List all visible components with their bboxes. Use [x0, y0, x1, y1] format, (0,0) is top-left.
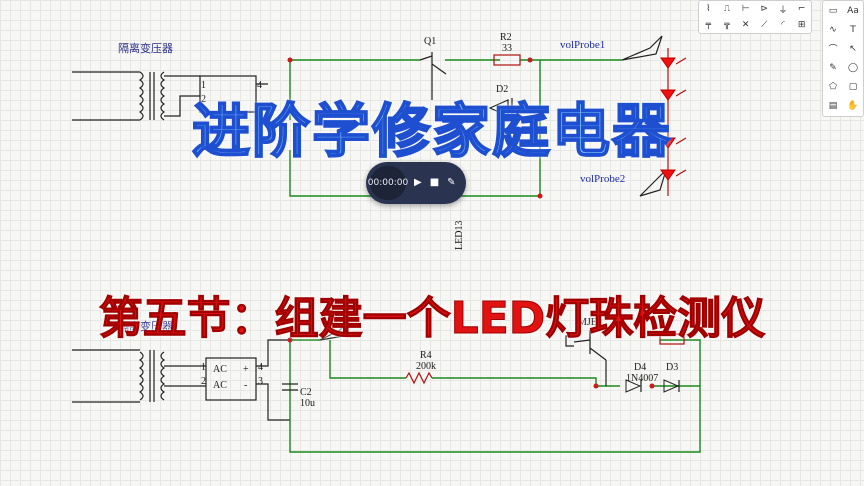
shape-icon[interactable]: ⬠	[829, 82, 837, 93]
stop-icon[interactable]: ■	[429, 177, 440, 188]
bottom-transistor[interactable]	[565, 330, 607, 386]
ellipse-icon[interactable]: ◯	[847, 63, 859, 74]
bridge-ac-1: AC	[213, 364, 227, 375]
line-icon[interactable]: ⟋	[761, 20, 768, 30]
capacitor-c2[interactable]	[282, 383, 298, 391]
bottom-bridge-rectifier[interactable]	[205, 357, 257, 401]
bottom-transformer-label: 隔离变压器	[118, 319, 173, 333]
bottom-probe[interactable]	[319, 319, 350, 341]
recording-player: 00:00:00 ▶ ■ ✎	[366, 162, 466, 204]
top-pin2: 2	[201, 94, 206, 105]
resistor-r4[interactable]	[405, 371, 433, 385]
bridge-minus: -	[244, 380, 247, 391]
d4-part: 1N4007	[626, 373, 658, 384]
bottom-pin2: 2	[201, 376, 206, 387]
cursor-icon[interactable]: ↖	[849, 43, 857, 54]
bottom-pin3: 3	[258, 376, 263, 387]
probe-icon[interactable]: ✕	[741, 20, 750, 30]
pencil-icon[interactable]: ✎	[447, 177, 456, 188]
probe1-label: volProbe1	[560, 39, 605, 51]
pen-icon[interactable]: ✎	[829, 63, 837, 74]
top-diode-d2[interactable]	[488, 98, 513, 118]
wiring-toolbar: ⌇ ⎍ ⊢ ⊳ ⏚ ⌐ ╤ ╦ ✕ ⟋ ◜ ⊞	[698, 0, 812, 34]
led13-label: LED13	[454, 221, 465, 250]
hand-icon[interactable]: ✋	[847, 101, 859, 112]
bus-icon[interactable]: ⎍	[723, 4, 731, 14]
bridge-plus: +	[243, 364, 249, 375]
grid-icon[interactable]: ⊞	[797, 20, 806, 30]
subtitle-overlay: 第五节：组建一个LED灯珠检测仪	[98, 293, 766, 345]
bottom-resistor[interactable]	[659, 333, 685, 345]
bottom-partial-label: MJE1	[578, 317, 602, 328]
bottom-pin1: 1	[201, 362, 206, 373]
save-icon[interactable]: ▭	[828, 5, 838, 16]
voltage-probe-1[interactable]	[621, 35, 663, 61]
text-tool-icon[interactable]: T	[850, 24, 856, 35]
d4-name: D4	[634, 362, 646, 373]
r4-name: R4	[420, 350, 432, 361]
diode-d3[interactable]	[663, 379, 680, 393]
bottom-pin4: 4	[258, 362, 263, 373]
netflag-icon[interactable]: ⊳	[760, 4, 769, 14]
ground-icon[interactable]: ⌐	[797, 4, 806, 14]
top-pin1: 1	[201, 80, 206, 91]
r4-value: 200k	[416, 361, 436, 372]
text-icon[interactable]: Aa	[847, 5, 859, 16]
top-transformer[interactable]	[72, 71, 200, 121]
bottom-transformer[interactable]	[72, 349, 206, 403]
top-q1-label: Q1	[424, 36, 436, 47]
wire-icon[interactable]: ⌇	[706, 4, 711, 14]
polyline-icon[interactable]: ⌒	[828, 45, 838, 56]
top-r2-name: R2	[500, 32, 512, 43]
no-connect-icon[interactable]: ╦	[724, 20, 730, 30]
play-icon[interactable]: ▶	[414, 177, 422, 188]
c2-value: 10u	[300, 398, 315, 409]
top-transistor-q1[interactable]	[419, 52, 447, 100]
voltage-probe-2[interactable]	[639, 169, 667, 197]
player-time: 00:00:00	[368, 166, 408, 200]
top-bridge-rectifier[interactable]	[199, 75, 257, 113]
rect-icon[interactable]: ▢	[848, 82, 858, 93]
image-icon[interactable]: ▤	[828, 101, 838, 112]
top-r2-value: 33	[502, 43, 512, 54]
d3-name: D3	[666, 362, 678, 373]
arc-icon[interactable]: ◜	[781, 20, 785, 30]
led-chain[interactable]	[660, 48, 687, 196]
junction-icon[interactable]: ╤	[705, 20, 712, 30]
arc-tool-icon[interactable]: ∿	[829, 24, 837, 35]
bridge-ac-2: AC	[213, 380, 227, 391]
drawing-toolbar: ▭ Aa ∿ T ⌒ ↖ ✎ ◯ ⬠ ▢ ▤ ✋	[822, 0, 864, 117]
top-transformer-label: 隔离变压器	[118, 41, 173, 55]
c2-name: C2	[300, 387, 312, 398]
main-title-overlay: 进阶学修家庭电器	[191, 96, 672, 166]
power-icon[interactable]: ⏚	[778, 5, 788, 16]
top-d2-label: D2	[496, 84, 508, 95]
bottom-circuit: 隔离变压器 1 2 AC AC + - 4 3 C2 10u R	[72, 317, 701, 453]
top-pin4: 4	[257, 80, 262, 91]
probe2-label: volProbe2	[580, 173, 625, 185]
net-label-icon[interactable]: ⊢	[741, 4, 750, 14]
top-resistor-r2[interactable]	[493, 54, 521, 66]
diode-d4[interactable]	[625, 379, 642, 393]
